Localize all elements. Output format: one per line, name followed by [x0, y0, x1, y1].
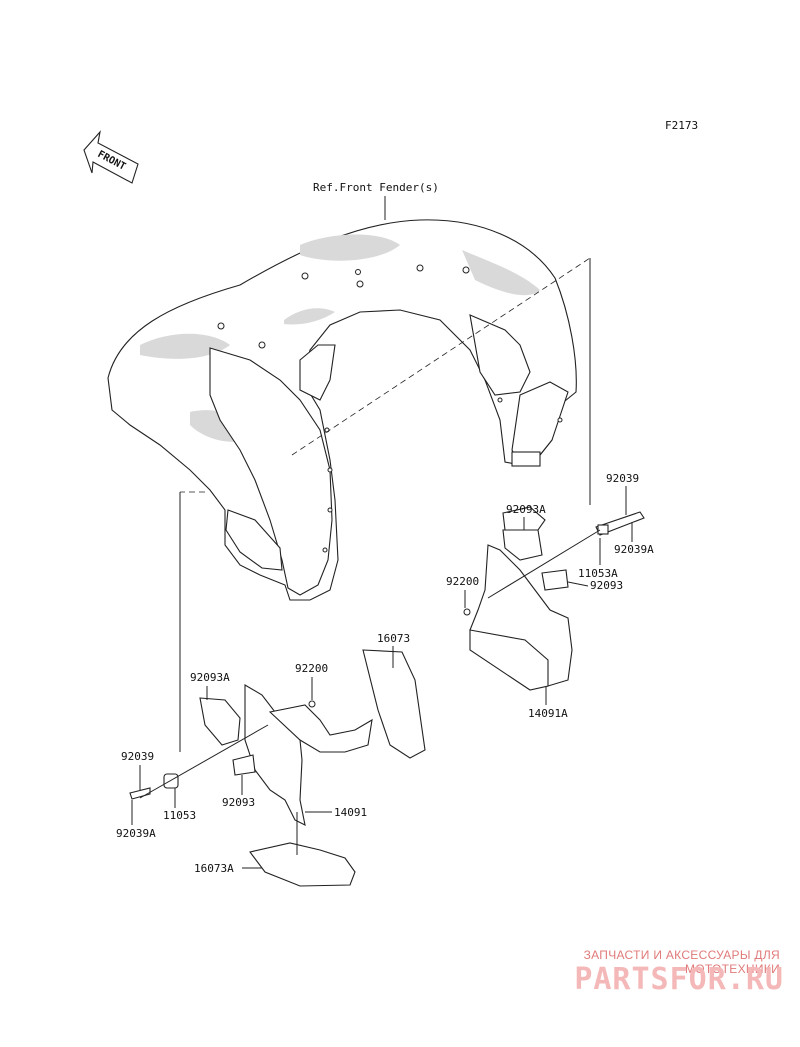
part-92200-right: 92200 — [446, 575, 479, 588]
part-92039A-left: 92039A — [116, 827, 156, 840]
figure-code: F2173 — [665, 119, 698, 132]
part-92093-right: 92093 — [590, 579, 623, 592]
part-92200-left: 92200 — [295, 662, 328, 675]
watermark-subtitle: ЗАПЧАСТИ И АКСЕССУАРЫ ДЛЯ МОТОТЕХНИКИ — [583, 948, 780, 976]
part-16073A: 16073A — [194, 862, 234, 875]
front-fender — [107, 219, 577, 601]
part-92039A-right: 92039A — [614, 543, 654, 556]
front-arrow-icon: FRONT — [83, 130, 139, 184]
part-14091: 14091 — [334, 806, 367, 819]
ref-front-fender-label: Ref.Front Fender(s) — [313, 181, 439, 194]
part-92093A-right: 92093A — [506, 503, 546, 516]
part-16073: 16073 — [377, 632, 410, 645]
watermark-brand: PARTSFOR.RU — [574, 962, 784, 997]
part-92039-right: 92039 — [606, 472, 639, 485]
part-92039-left: 92039 — [121, 750, 154, 763]
splash-guard-right — [463, 506, 645, 691]
part-14091A: 14091A — [528, 707, 568, 720]
part-11053: 11053 — [163, 809, 196, 822]
part-92093-left: 92093 — [222, 796, 255, 809]
splash-guard-left — [129, 649, 426, 887]
part-92093A-left: 92093A — [190, 671, 230, 684]
part-11053A: 11053A — [578, 567, 618, 580]
